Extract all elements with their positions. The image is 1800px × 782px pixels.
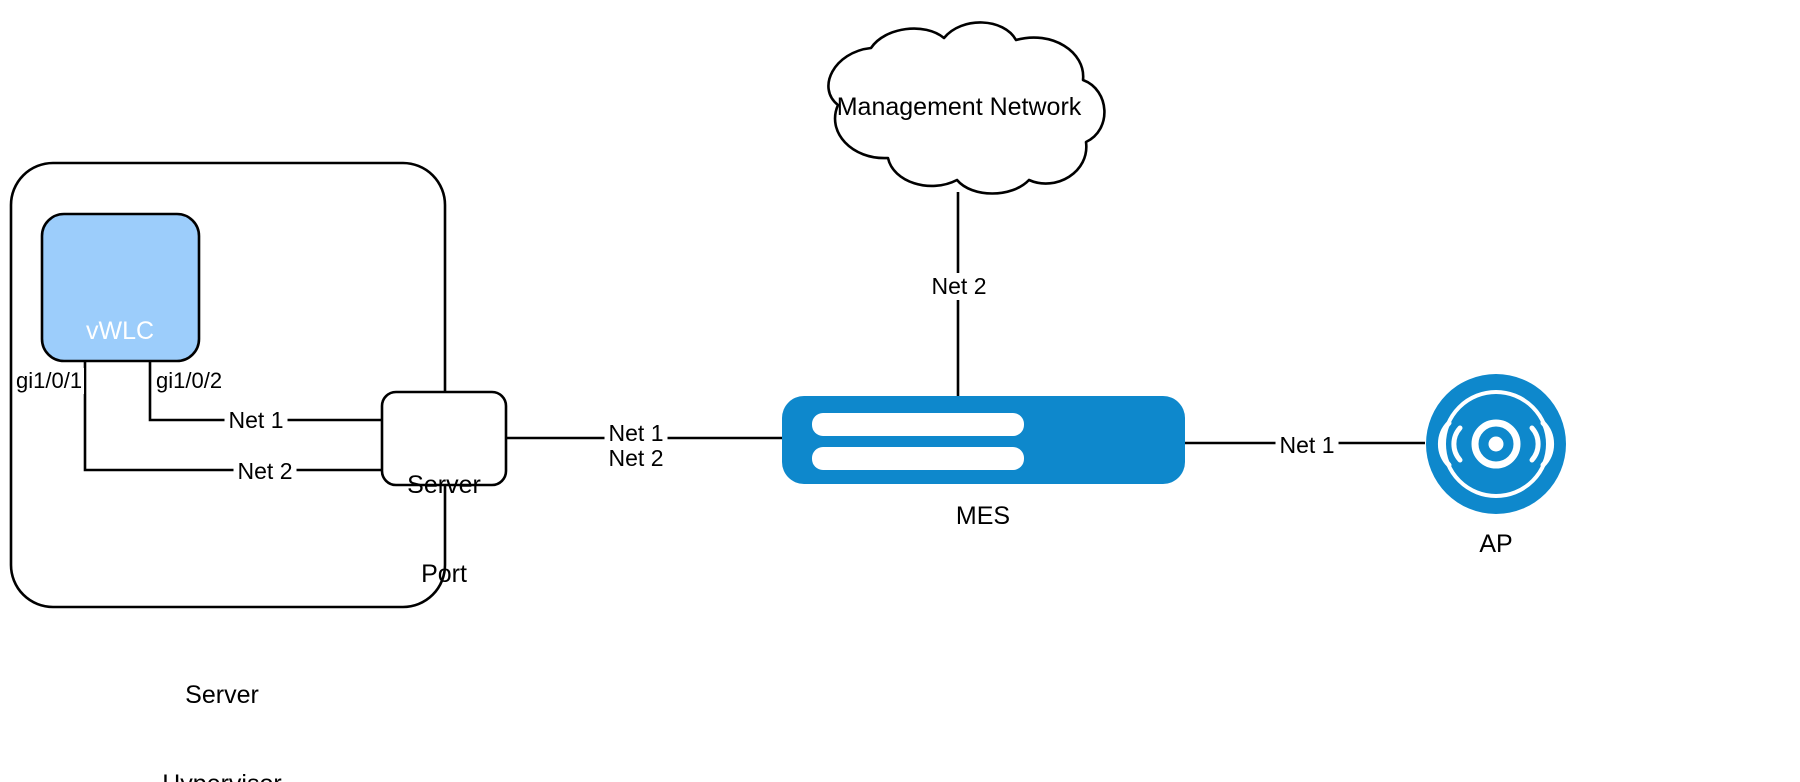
mes-switch-body[interactable] [782, 396, 1185, 484]
mes-switch-bar-1 [812, 413, 1024, 436]
access-point-wave-right-outer [1540, 420, 1555, 468]
access-point-wave-left-outer [1437, 420, 1452, 468]
server-port-box[interactable] [380, 390, 508, 487]
access-point-ring [1442, 390, 1550, 498]
access-point-wave-right-inner [1529, 425, 1541, 463]
vwlc-vm-box[interactable] [40, 212, 201, 363]
mes-switch-bar-2 [812, 447, 1024, 470]
access-point-signal-core [1488, 436, 1504, 452]
access-point-wave-left-inner [1451, 425, 1463, 463]
management-network-cloud[interactable] [827, 21, 1106, 195]
access-point-signal-outer [1471, 419, 1521, 469]
link-gi1-0-2-net1[interactable] [148, 361, 382, 422]
server-hypervisor-boundary[interactable] [9, 161, 447, 609]
link-gi1-0-1-net2[interactable] [83, 361, 382, 472]
